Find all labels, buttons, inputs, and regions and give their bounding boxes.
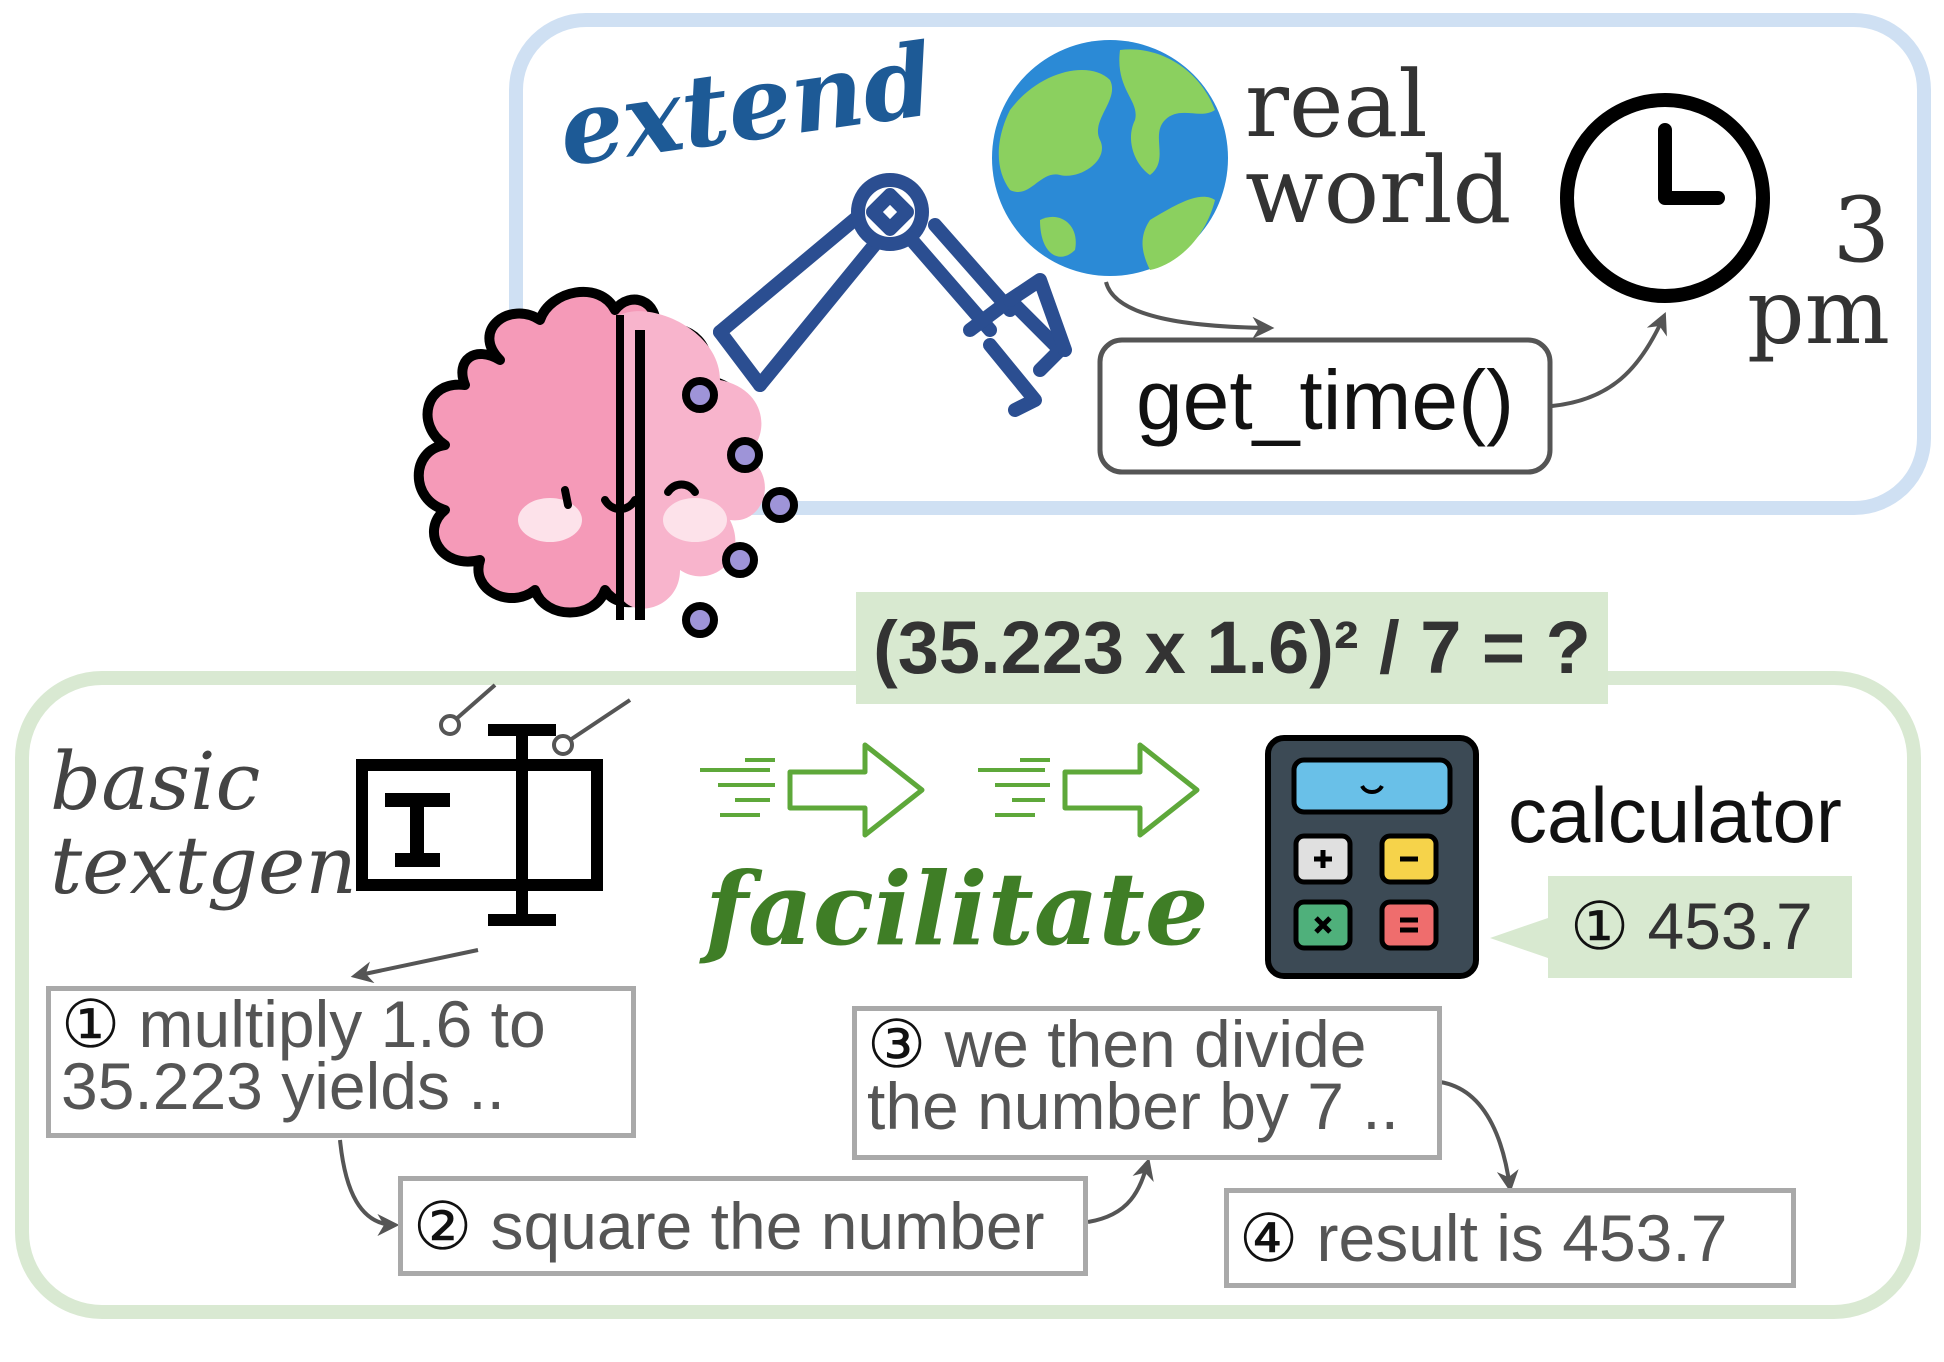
real-world-line-2: world	[1245, 137, 1512, 244]
robot-arm-icon	[713, 173, 1072, 417]
function-call-label: get_time()	[1135, 353, 1515, 447]
real-world-line-1: real	[1245, 51, 1428, 158]
arrow-step3-to-step4	[1439, 1080, 1519, 1193]
text-cursor-icon	[356, 724, 603, 926]
step-2-number: ②	[413, 1189, 473, 1263]
step-box-3: ③ we then divide the number by 7 ..	[852, 1006, 1442, 1160]
globe-icon	[992, 40, 1228, 276]
step-3-number: ③	[867, 1007, 927, 1081]
step-4-number: ④	[1239, 1201, 1299, 1275]
step-box-1: ① multiply 1.6 to 35.223 yields ..	[46, 986, 636, 1138]
facilitate-label: facilitate	[705, 850, 1209, 968]
query-text: (35.223 x 1.6)² / 7 = ?	[873, 606, 1591, 689]
extend-frame	[509, 13, 1931, 515]
step-1-number: ①	[61, 987, 121, 1061]
step-3-line-2: the number by 7 ..	[867, 1069, 1399, 1143]
tool-output-value: 453.7	[1647, 889, 1813, 963]
arrow-model-to-step1	[350, 948, 479, 984]
arrow-step2-to-step3	[1087, 1157, 1154, 1224]
model-label-line-2: textgen	[50, 819, 357, 912]
tool-output-number: ①	[1570, 889, 1630, 963]
clock-icon	[1560, 93, 1770, 303]
arrow-globe-to-function	[1104, 281, 1275, 339]
tool-label: calculator	[1508, 771, 1842, 859]
step-3-line-1: we then divide	[944, 1007, 1367, 1081]
query-banner	[856, 592, 1608, 704]
tool-output: ① 453.7	[1570, 888, 1813, 965]
model-label-line-1: basic	[50, 735, 261, 828]
time-result-unit: pm	[1747, 260, 1890, 365]
step-1-line-2: 35.223 yields ..	[61, 1049, 505, 1123]
model-label: basic textgen	[50, 740, 357, 908]
step-box-4: ④ result is 453.7	[1224, 1188, 1796, 1288]
calculator-icon	[1265, 735, 1479, 979]
function-box	[1097, 337, 1553, 475]
arrow-function-to-clock	[1551, 311, 1667, 408]
time-result: 3 pm	[1740, 178, 1890, 365]
step-box-2: ② square the number	[398, 1176, 1088, 1276]
speed-arrow-icon	[700, 742, 1200, 838]
step-4-line-1: result is 453.7	[1316, 1201, 1728, 1275]
brain-icon	[413, 287, 798, 756]
time-result-number: 3	[1832, 178, 1890, 283]
tool-output-callout	[1490, 876, 1852, 978]
arrow-step1-to-step2	[338, 1139, 400, 1236]
real-world-label: real world	[1245, 51, 1512, 244]
step-2-line-1: square the number	[490, 1189, 1045, 1263]
step-1-line-1: multiply 1.6 to	[138, 987, 546, 1061]
